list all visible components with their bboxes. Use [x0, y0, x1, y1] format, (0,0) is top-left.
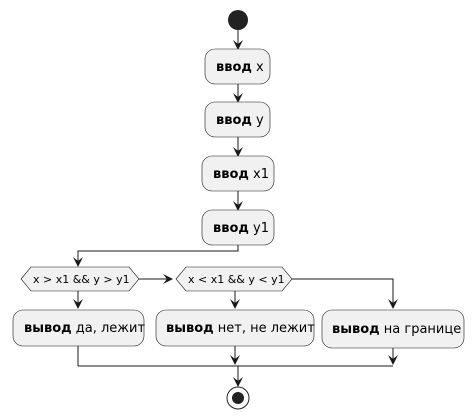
- output-1-label: вывод да, лежит: [24, 321, 145, 336]
- input-x-box: [204, 48, 271, 85]
- input-x1-label: ввод x1: [213, 167, 269, 182]
- input-y-label: ввод y: [216, 113, 264, 128]
- output-3-box: [321, 309, 465, 349]
- output-3-label: вывод на границе: [332, 322, 461, 337]
- edge-input-y1-to-condition-1: [73, 245, 239, 267]
- condition-1-hexagon: [20, 266, 140, 292]
- output-1-box: [12, 309, 145, 347]
- input-y-box: [204, 101, 271, 138]
- output-2-box: [155, 309, 315, 347]
- input-y1-box: [201, 209, 275, 246]
- output-2-label: вывод нет, не лежит: [166, 321, 315, 336]
- input-y1-label: ввод y1: [213, 221, 269, 236]
- start-node: [228, 10, 248, 30]
- condition-2-label: x < x1 && y < y1: [188, 273, 285, 286]
- condition-2-hexagon: [175, 266, 293, 292]
- edge-condition-2-no: [292, 278, 398, 309]
- condition-1-label: x > x1 && y > y1: [33, 273, 130, 286]
- input-x-label: ввод x: [216, 60, 264, 75]
- end-node-inner: [232, 392, 244, 404]
- input-x1-box: [201, 155, 275, 192]
